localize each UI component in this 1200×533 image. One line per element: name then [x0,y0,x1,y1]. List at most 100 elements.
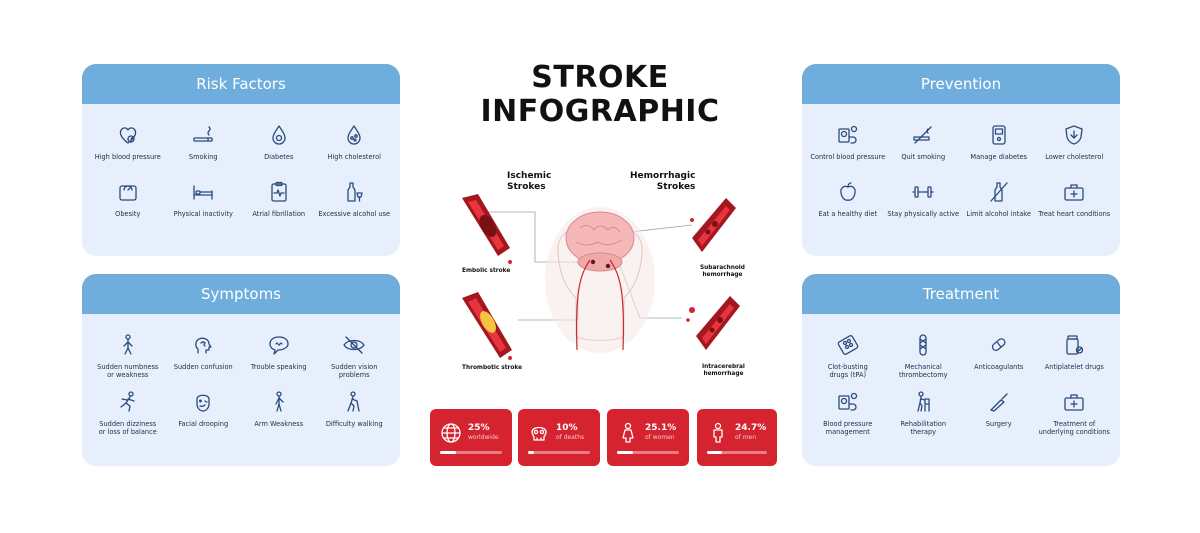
skull-icon [527,421,551,445]
stat-progress-fill [707,451,722,454]
subarachnoid-hemorrhage-label: Subarachnoid hemorrhage [700,265,745,278]
symptoms-item: Facial drooping [166,389,242,446]
risk-factors-item: Atrial fibrillation [241,179,317,236]
item-label: Sudden dizziness or loss of balance [98,420,157,436]
man-icon [706,421,730,445]
stat-label: of women [645,434,675,441]
item-label: Surgery [985,420,1012,428]
item-label: Arm Weakness [254,420,304,428]
cholesterol-drop-icon [341,122,367,148]
person-numb-icon [115,332,141,358]
treatment-title: Treatment [802,274,1120,314]
glucose-drop-icon [266,122,292,148]
item-label: Atrial fibrillation [252,210,306,218]
stat-card-men: 24.7% of men [697,409,777,466]
stat-progress-fill [528,451,535,454]
stat-progress-track [707,451,767,454]
medical-kit-icon [1061,179,1087,205]
stat-label: of men [735,434,757,441]
item-label: Rehabilitation therapy [900,420,947,436]
walking-cane-icon [341,389,367,415]
confused-head-icon [190,332,216,358]
symptoms-item: Trouble speaking [241,332,317,389]
page-title-line2: INFOGRAPHIC [480,94,720,129]
treatment-item: Treatment of underlying conditions [1037,389,1113,446]
item-label: Clot-busting drugs (tPA) [827,363,868,379]
prevention-item: Control blood pressure [810,122,886,179]
woman-icon [616,421,640,445]
prevention-grid: Control blood pressure Quit smoking Manage… [802,104,1120,236]
item-label: Treatment of underlying conditions [1038,420,1110,436]
prevention-item: Lower cholesterol [1037,122,1113,179]
globe-icon [439,421,463,445]
stroke-types-diagram [462,194,740,360]
capsule-icon [986,332,1012,358]
treatment-grid: Clot-busting drugs (tPA) Mechanical throm… [802,314,1120,446]
stat-label: of deaths [556,434,585,441]
item-label: Manage diabetes [970,153,1028,161]
arrow-down-shield-icon [1061,122,1087,148]
symptoms-item: Arm Weakness [241,389,317,446]
dumbbell-icon [910,179,936,205]
stat-progress-fill [440,451,456,454]
risk-factors-item: Smoking [166,122,242,179]
ecg-clipboard-icon [266,179,292,205]
stat-label: worldwide [468,434,499,441]
ischemic-strokes-heading: Ischemic Strokes [507,171,552,192]
item-label: High blood pressure [94,153,161,161]
face-drooping-icon [190,389,216,415]
eye-crossed-icon [341,332,367,358]
cigarette-icon [190,122,216,148]
item-label: Quit smoking [901,153,946,161]
stat-card-deaths: 10% of deaths [518,409,600,466]
item-label: Treat heart conditions [1038,210,1111,218]
item-label: Smoking [188,153,218,161]
hemorrhagic-strokes-heading: Hemorrhagic Strokes [630,171,696,192]
treatment-item: Antiplatelet drugs [1037,332,1113,389]
stent-icon [910,332,936,358]
treatment-panel: Treatment Clot-busting drugs (tPA) Mechan… [802,274,1120,466]
item-label: Physical inactivity [173,210,233,218]
item-label: Anticoagulants [974,363,1024,371]
risk-factors-item: High blood pressure [90,122,166,179]
bottle-glass-icon [341,179,367,205]
stat-progress-fill [617,451,633,454]
item-label: Facial drooping [178,420,229,428]
item-label: High cholesterol [327,153,382,161]
intracerebral-hemorrhage-vessel [686,296,740,350]
no-smoking-icon [910,122,936,148]
item-label: Trouble speaking [250,363,307,371]
embolic-stroke-vessel [462,194,512,264]
prevention-item: Treat heart conditions [1037,179,1113,236]
risk-factors-item: Physical inactivity [166,179,242,236]
subarachnoid-hemorrhage-vessel [690,198,736,252]
item-label: Control blood pressure [810,153,886,161]
risk-factors-item: Excessive alcohol use [317,179,393,236]
glucometer-icon [986,122,1012,148]
falling-person-icon [115,389,141,415]
stat-card-worldwide: 25% worldwide [430,409,512,466]
treatment-item: Rehabilitation therapy [886,389,962,446]
thrombotic-stroke-label: Thrombotic stroke [462,365,523,371]
risk-factors-item: High cholesterol [317,122,393,179]
stat-card-women: 25.1% of women [607,409,689,466]
carotid-arteries [576,259,624,351]
stat-progress-track [528,451,590,454]
stat-value: 25% [468,423,490,433]
item-label: Blood pressure management [823,420,873,436]
stat-progress-track [617,451,679,454]
no-alcohol-icon [986,179,1012,205]
item-label: Obesity [115,210,141,218]
treatment-item: Mechanical thrombectomy [886,332,962,389]
apple-icon [835,179,861,205]
item-label: Mechanical thrombectomy [898,363,948,379]
treatment-item: Anticoagulants [961,332,1037,389]
heart-pressure-icon [115,122,141,148]
item-label: Sudden numbness or weakness [97,363,159,379]
symptoms-item: Sudden dizziness or loss of balance [90,389,166,446]
item-label: Excessive alcohol use [318,210,391,218]
